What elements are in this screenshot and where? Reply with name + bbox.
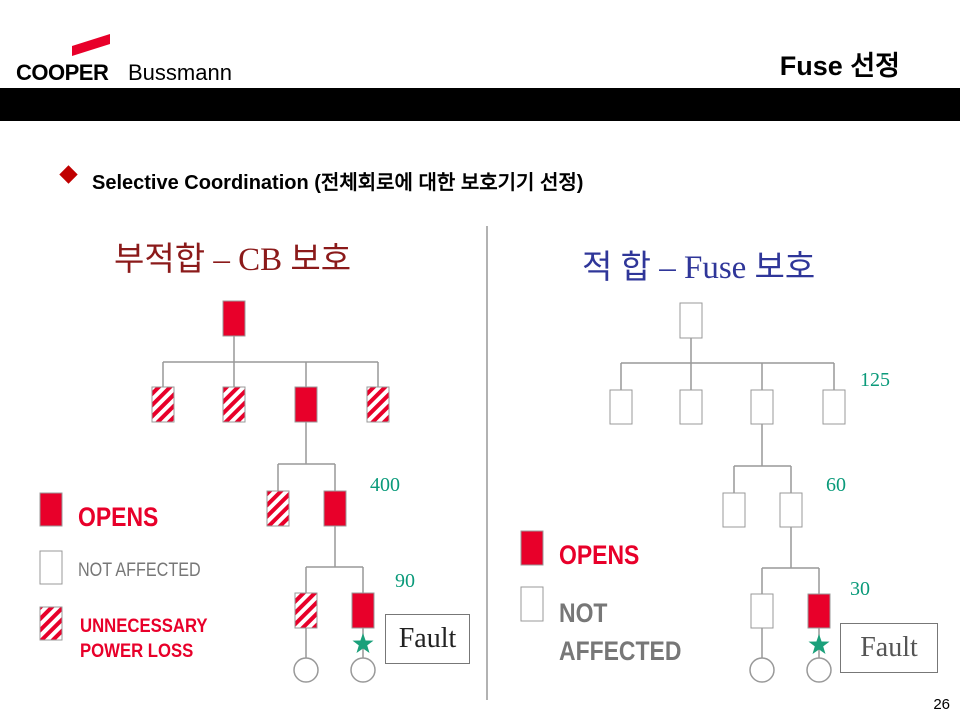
right-sub-fuse-1: [722, 492, 746, 528]
right-main-fuse: [679, 302, 703, 339]
left-sub-breaker-2: [323, 490, 347, 527]
left-branch-breaker-1: [294, 592, 318, 629]
left-panel-heading: 부적합 – CB 보호: [114, 242, 352, 278]
logo-brand: COOPER: [16, 60, 109, 85]
legend-opens-label: OPENS: [78, 502, 159, 532]
slide-title: Fuse 선정: [779, 51, 900, 81]
logo-sub: Bussmann: [128, 60, 232, 85]
section-subtitle: Selective Coordination (전체회로에 대한 보호기기 선정…: [92, 172, 584, 194]
legend-unnecessary-label-line1: UNNECESSARY: [80, 616, 208, 637]
left-tree-lines: [162, 336, 379, 658]
left-sub-breaker-1: [266, 490, 290, 527]
left-rating-400: 400: [370, 474, 400, 496]
right-sub-fuse-2: [779, 492, 803, 528]
left-rating-90: 90: [395, 570, 415, 592]
left-fault-label: Fault: [385, 614, 470, 664]
right-panel-heading: 적 합 – Fuse 보호: [582, 250, 816, 286]
page-number: 26: [933, 696, 950, 713]
left-feeder-breaker-4: [366, 386, 390, 423]
left-feeder-breaker-1: [151, 386, 175, 423]
left-branch-breaker-2: [351, 592, 375, 629]
right-rating-60: 60: [826, 474, 846, 496]
right-feeder-fuse-4: [822, 389, 846, 425]
right-fault-label: Fault: [840, 623, 938, 673]
left-load-2: [350, 657, 376, 683]
right-load-2: [806, 657, 832, 683]
left-feeder-breaker-2: [222, 386, 246, 423]
right-legend-not-affected-line2: AFFECTED: [559, 636, 682, 666]
header-band: [0, 88, 960, 121]
legend-opens-symbol: [39, 492, 63, 527]
right-legend-opens-label: OPENS: [559, 540, 640, 570]
right-legend-not-affected-line1: NOT: [559, 598, 608, 628]
cooper-logo-mark: [72, 34, 110, 56]
right-branch-fuse-2: [807, 593, 831, 629]
left-main-breaker: [222, 300, 246, 337]
right-feeder-fuse-2: [679, 389, 703, 425]
left-load-1: [293, 657, 319, 683]
left-fault-star-icon: [352, 633, 374, 653]
right-tree-lines: [620, 338, 835, 658]
right-legend-opens-symbol: [520, 530, 544, 566]
legend-not-affected-label: NOT AFFECTED: [78, 560, 201, 581]
legend-unnecessary-label-line2: POWER LOSS: [80, 641, 194, 662]
right-legend-not-affected-symbol: [520, 586, 544, 622]
left-feeder-breaker-3: [294, 386, 318, 423]
right-feeder-fuse-3: [750, 389, 774, 425]
right-rating-125: 125: [860, 369, 890, 391]
right-rating-30: 30: [850, 578, 870, 600]
right-fault-star-icon: [808, 634, 830, 654]
right-feeder-fuse-1: [609, 389, 633, 425]
right-branch-fuse-1: [750, 593, 774, 629]
legend-unnecessary-symbol: [39, 606, 63, 641]
legend-not-affected-symbol: [39, 550, 63, 585]
right-load-1: [749, 657, 775, 683]
